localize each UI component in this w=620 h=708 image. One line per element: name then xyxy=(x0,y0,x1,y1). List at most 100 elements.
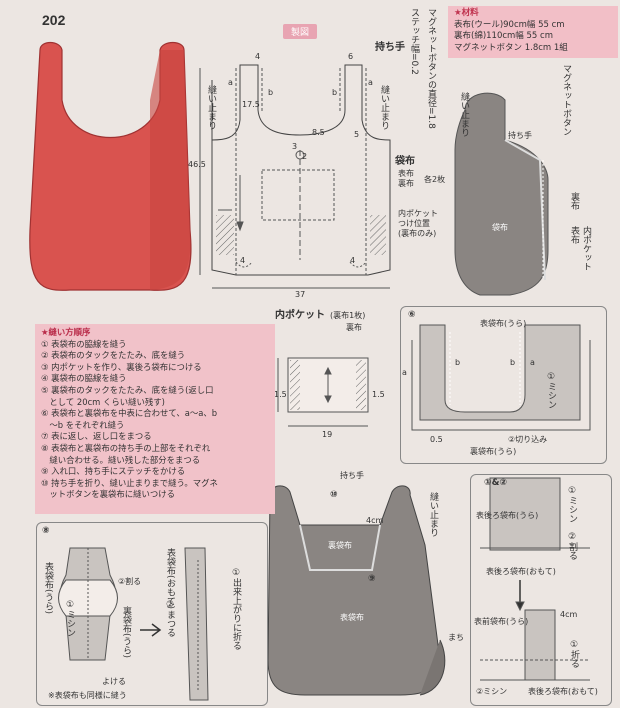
body-sub-outer: 表布 xyxy=(398,169,414,178)
dim-175: 17.5 xyxy=(242,100,260,109)
materials-line: 裏布(綿)110cm幅 55 cm xyxy=(454,31,553,41)
step12-split: ②割る xyxy=(567,532,577,560)
step8-panel xyxy=(36,522,268,706)
step12-sew: ①ミシン xyxy=(567,486,577,523)
step6-notch: ②切り込み xyxy=(508,435,548,444)
step-line: 縫い合わせる。縫い残した部分をまつる xyxy=(41,454,201,465)
stitch-width-note: ステッチ幅=0.2 xyxy=(409,8,419,75)
step-line: 〜b をそれぞれ縫う xyxy=(41,419,125,430)
step12-panel xyxy=(470,474,612,706)
step8-inner-label: 裏袋布(うら) xyxy=(121,606,131,659)
step6-b2: b xyxy=(510,358,516,367)
pocket-pos-2: つけ位置 xyxy=(398,219,430,228)
step8-outer-label: 表袋布(うら) xyxy=(43,562,53,615)
fin-gusset: まち xyxy=(448,633,464,642)
step12-num: ①&② xyxy=(484,478,508,488)
dim-height: 46.5 xyxy=(188,160,206,169)
step12-back-right2: 表後ろ袋布(おもて) xyxy=(528,687,598,696)
step6-sew: ①ミシン xyxy=(546,372,556,409)
body-count: 各2枚 xyxy=(424,175,446,184)
step12-fold: ①折る xyxy=(569,640,579,668)
step8-blind: ②まつる xyxy=(165,600,175,637)
step6-inner-label: 裏袋布(うら) xyxy=(470,447,517,456)
step6-a2: a xyxy=(530,358,535,367)
materials-line: マグネットボタン 1.8cm 1組 xyxy=(454,42,568,53)
materials-line: 表布(ウール)90cm幅 55 cm xyxy=(454,19,565,30)
stop-label-left: 縫い止まり xyxy=(206,85,216,130)
page-number: 202 xyxy=(42,12,66,28)
step12-back-right: 表後ろ袋布(おもて) xyxy=(486,567,556,576)
fin-handle-label: 持ち手 xyxy=(340,471,364,480)
pocket-pos-1: 内ポケット xyxy=(398,209,438,218)
header-tag: 製図 xyxy=(283,24,318,39)
dim-width: 37 xyxy=(295,290,306,299)
side-view-drawing xyxy=(454,92,549,296)
step12-sew2: ②ミシン xyxy=(476,687,508,696)
dim-5: 5 xyxy=(354,130,360,139)
step6-margin: 0.5 xyxy=(430,435,443,444)
pocket-dim-19: 19 xyxy=(322,430,333,439)
body-label: 袋布 xyxy=(395,156,415,167)
step-line: として 20cm くらい縫い残す) xyxy=(41,396,165,407)
finished-bag-drawing xyxy=(267,485,446,696)
fin-step10: ⑩ xyxy=(330,490,338,500)
step6-b1: b xyxy=(455,358,461,367)
pocket-sub: (裏布1枚) xyxy=(330,311,366,320)
side-lining-label: 裏布 xyxy=(569,192,579,210)
dim-6: 6 xyxy=(348,52,354,61)
step8-fold: ①出来上がりに折る xyxy=(231,568,241,650)
stop-label: 縫い止まり xyxy=(379,85,389,130)
dim-4-right: 4 xyxy=(350,256,356,265)
step6-panel xyxy=(400,306,607,464)
dim-3: 3 xyxy=(292,142,298,151)
step12-drawing xyxy=(480,477,590,681)
dim-2: 2 xyxy=(302,152,308,161)
side-magnet-label: マグネットボタン xyxy=(561,64,571,136)
materials-title: ★材料 xyxy=(454,8,479,18)
steps-title: ★縫い方順序 xyxy=(41,327,91,337)
step8-sew: ①ミシン xyxy=(65,600,75,637)
handle-label: 持ち手 xyxy=(375,42,405,53)
step-line: ⑨ 入れ口、持ち手にステッチをかける xyxy=(41,466,186,477)
pocket-drawing xyxy=(277,357,369,427)
step8-note: ※表袋布も同様に縫う xyxy=(48,691,127,700)
step8-drawing xyxy=(58,547,209,701)
step6-drawing xyxy=(411,324,591,431)
dim-4-left: 4 xyxy=(240,256,246,265)
fin-step9: ⑨ xyxy=(368,574,376,584)
magnet-diameter-note: マグネットボタンの直径=1.8 xyxy=(426,8,436,129)
step-line: ① 表袋布の脇線を縫う xyxy=(41,338,127,349)
pocket-fabric: 裏布 xyxy=(346,323,362,332)
mark-a-right: a xyxy=(368,78,373,87)
side-handle-label: 持ち手 xyxy=(508,131,532,140)
step12-4cm: 4cm xyxy=(560,610,578,619)
materials-box: ★材料 表布(ウール)90cm幅 55 cm 裏布(綿)110cm幅 55 cm… xyxy=(448,6,618,58)
step6-a1: a xyxy=(402,368,407,377)
step-line: ⑩ 持ち手を折り、縫い止まりまで縫う。マグネ xyxy=(41,477,218,488)
step6-outer-label: 表袋布(うら) xyxy=(480,319,527,328)
step-line: ットボタンを裏袋布に縫いつける xyxy=(41,489,175,500)
step-line: ② 表袋布のタックをたたみ、底を縫う xyxy=(41,350,186,361)
step-line: ⑦ 表に返し、返し口をまつる xyxy=(41,431,152,442)
step-line: ⑤ 裏袋布のタックをたたみ、底を縫う(返し口 xyxy=(41,384,214,395)
step-line: ⑥ 表袋布と裏袋布を中表に合わせて、a〜a、b xyxy=(41,408,218,419)
pocket-title: 内ポケット xyxy=(275,310,325,321)
step12-front-wrong: 表前袋布(うら) xyxy=(474,617,529,626)
fin-4cm: 4cm xyxy=(366,516,384,525)
step-line: ④ 裏袋布の脇線を縫う xyxy=(41,373,127,384)
step8-outer-front: 表袋布(おもて) xyxy=(165,548,175,610)
mark-b-right: b xyxy=(332,88,338,97)
sewing-steps-box: ★縫い方順序 ① 表袋布の脇線を縫う ② 表袋布のタックをたたみ、底を縫う ③ … xyxy=(35,324,275,514)
side-outer-label: 表布 xyxy=(569,226,579,244)
step12-back-wrong: 表後ろ袋布(うら) xyxy=(476,511,539,520)
pocket-dim-15-r: 1.5 xyxy=(372,390,385,399)
dim-4-top: 4 xyxy=(255,52,261,61)
mark-a-left: a xyxy=(228,78,233,87)
pocket-dim-15-l: 1.5 xyxy=(274,390,287,399)
step-line: ⑧ 表袋布と裏袋布の持ち手の上部をそれぞれ xyxy=(41,442,211,453)
body-sub-inner: 裏布 xyxy=(398,179,414,188)
step8-split: ②割る xyxy=(118,577,142,586)
side-stop-label: 縫い止まり xyxy=(459,92,469,137)
fin-stop-label: 縫い止まり xyxy=(428,492,438,537)
